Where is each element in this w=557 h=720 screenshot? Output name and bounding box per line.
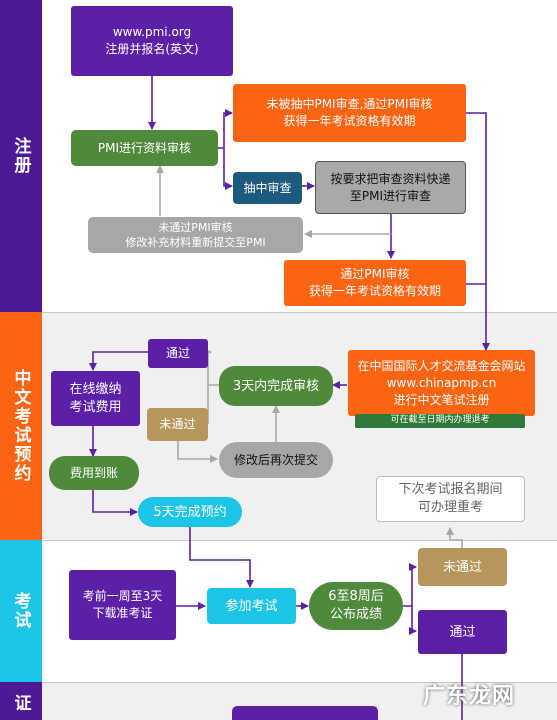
arrow-results-to-passed	[409, 606, 417, 635]
node-cn-register-note: 可在截至日期内办理退考	[355, 414, 525, 428]
node-not-selected-line1: 未被抽中PMI审查,通过PMI审核	[266, 97, 433, 111]
lane-label-booking: 中文考试预约	[0, 312, 42, 540]
node-pmi-site-line2: 注册并报名(英文)	[105, 42, 199, 56]
arrow-review-to-selected	[223, 148, 233, 190]
node-send-materials-line1: 按要求把审查资料快递	[330, 171, 451, 186]
arrow-review-to-not-selected	[218, 109, 233, 149]
arrow-passed-to-pay	[89, 351, 148, 371]
node-not-selected: 未被抽中PMI审查,通过PMI审核 获得一年考试资格有效期	[233, 84, 466, 142]
node-not-passed-1: 未通过	[147, 408, 208, 441]
node-review-3days-text: 3天内完成审核	[232, 378, 320, 394]
lane-divider	[0, 540, 557, 541]
node-pmi-review-text: PMI进行资料审核	[97, 140, 192, 155]
node-booking-5days: 5天完成预约	[138, 497, 242, 527]
node-send-materials: 按要求把审查资料快递 至PMI进行审查	[315, 161, 466, 214]
node-download-ticket-line2: 下载准考证	[92, 606, 153, 620]
node-audit-passed-line1: 通过PMI审核	[340, 267, 410, 281]
node-passed-2: 通过	[418, 610, 507, 654]
node-booking-5days-text: 5天完成预约	[153, 504, 227, 520]
lane-divider	[0, 682, 557, 683]
arrow-notpassed-to-nextexam	[446, 527, 463, 548]
node-audit-failed: 未通过PMI审核 修改补充材料重新提交至PMI	[87, 216, 304, 254]
arrow-fee-to-booking	[92, 490, 138, 516]
node-audit-failed-line1: 未通过PMI审核	[158, 221, 233, 234]
node-take-exam-text: 参加考试	[225, 598, 278, 614]
node-resubmit-text: 修改后再次提交	[233, 452, 318, 467]
arrow-not-selected-to-cn	[466, 112, 490, 351]
node-results-line2: 公布成绩	[329, 607, 382, 622]
node-results: 6至8周后 公布成绩	[309, 582, 403, 630]
node-audit-passed-line2: 获得一年考试资格有效期	[308, 284, 441, 298]
node-selected: 抽中审查	[233, 172, 302, 204]
node-take-exam: 参加考试	[207, 588, 296, 624]
arrow-review3-to-passed	[204, 348, 219, 386]
node-resubmit: 修改后再次提交	[219, 442, 333, 478]
node-pmi-review: PMI进行资料审核	[71, 130, 218, 166]
node-pmi-site: www.pmi.org 注册并报名(英文)	[71, 6, 233, 76]
cert-box-top	[232, 706, 378, 720]
lane-label-exam-text: 考试	[10, 592, 31, 630]
node-next-exam: 下次考试报名期间 可办理重考	[376, 476, 525, 522]
node-passed-1: 通过	[148, 339, 208, 368]
lane-label-register-text: 注册	[10, 137, 31, 175]
lane-label-cert: 证	[0, 682, 42, 720]
node-fee-received: 费用到账	[49, 456, 139, 490]
node-next-exam-line1: 下次考试报名期间	[398, 482, 503, 497]
arrow-notpassed-to-resubmit	[177, 440, 218, 463]
node-download-ticket-line1: 考前一周至3天	[82, 589, 163, 603]
node-pay-online-line2: 考试费用	[69, 399, 122, 415]
node-pmi-site-line1: www.pmi.org	[112, 25, 192, 39]
node-review-3days: 3天内完成审核	[219, 366, 333, 406]
node-cn-register-note-text: 可在截至日期内办理退考	[390, 415, 490, 425]
node-cn-register-line3: 进行中文笔试注册	[393, 392, 490, 407]
node-cn-register: 在中国国际人才交流基金会网站 www.chinapmp.cn 进行中文笔试注册	[348, 350, 535, 416]
lane-label-register: 注册	[0, 0, 42, 312]
node-next-exam-line2: 可办理重考	[417, 500, 483, 515]
node-fee-received-text: 费用到账	[69, 465, 118, 480]
node-cn-register-line1: 在中国国际人才交流基金会网站	[357, 358, 526, 373]
node-download-ticket: 考前一周至3天 下载准考证	[69, 570, 176, 640]
arrow-results-to-notpassed	[403, 563, 417, 607]
node-not-passed-1-text: 未通过	[159, 417, 196, 431]
node-pay-online-line1: 在线缴纳	[69, 381, 122, 397]
lane-label-cert-text: 证	[10, 694, 31, 713]
node-audit-passed: 通过PMI审核 获得一年考试资格有效期	[284, 260, 466, 306]
node-audit-failed-line2: 修改补充材料重新提交至PMI	[125, 236, 266, 249]
node-not-passed-2: 未通过	[418, 548, 507, 586]
lane-label-booking-text: 中文考试预约	[10, 369, 31, 483]
node-cn-register-line2: www.chinapmp.cn	[386, 375, 497, 390]
node-selected-text: 抽中审查	[243, 180, 292, 195]
lane-label-exam: 考试	[0, 540, 42, 682]
node-results-line1: 6至8周后	[328, 589, 384, 604]
watermark-text: 广东龙网	[423, 684, 516, 709]
node-send-materials-line2: 至PMI进行审查	[349, 188, 432, 203]
node-passed-2-text: 通过	[449, 624, 476, 640]
node-passed-1-text: 通过	[165, 346, 190, 360]
node-not-selected-line2: 获得一年考试资格有效期	[283, 114, 416, 128]
arrow-booking-to-exam	[189, 526, 254, 588]
lane-divider	[0, 312, 557, 313]
node-pay-online: 在线缴纳 考试费用	[51, 371, 140, 426]
node-not-passed-2-text: 未通过	[442, 559, 482, 575]
